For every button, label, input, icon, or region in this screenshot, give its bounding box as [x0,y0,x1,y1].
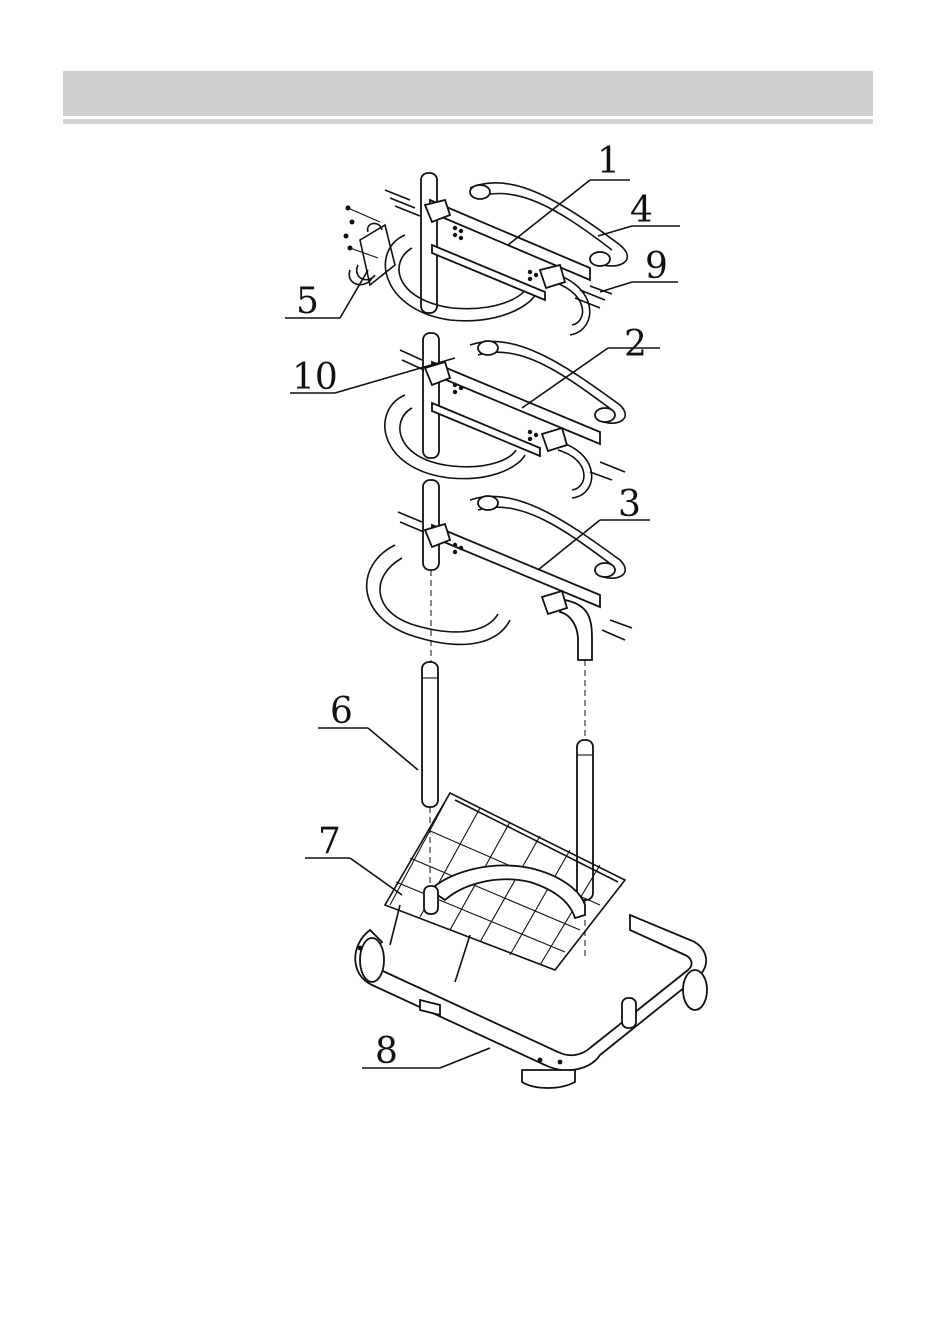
callout-2: 2 [624,324,647,365]
tier-1-bolts [385,190,612,308]
tier-1-frame [385,173,627,335]
base-front-foot [522,1070,575,1088]
base-back-arc [430,865,585,918]
base-left-foot [360,938,384,982]
part-6-right-tube [577,740,593,900]
callout-9: 9 [645,246,668,287]
part-6-left-tube [422,662,438,807]
part-8-base-frame [355,865,707,1088]
callout-10: 10 [292,357,338,398]
part-6-upright-tubes [422,662,593,960]
tier-1-pole [421,173,437,313]
callout-1: 1 [597,141,620,182]
callout-6: 6 [330,691,353,732]
callout-3: 3 [618,484,641,525]
tier-2-pole [423,333,439,458]
callout-4: 4 [630,190,653,231]
base-left-socket [424,886,438,914]
base-right-socket [622,998,636,1028]
base-right-foot [683,970,707,1010]
part-4-end-cap-right [590,252,610,266]
callout-5: 5 [296,281,319,322]
part-5-hook-bracket [344,206,396,286]
callout-7: 7 [318,821,341,862]
tier-3-pole [423,480,439,570]
tier-2-frame [385,333,625,498]
part-4-end-cap-left [470,185,490,199]
tier-1-main-bar [430,200,590,280]
callout-8: 8 [375,1031,398,1072]
tier-3-frame [367,480,632,740]
